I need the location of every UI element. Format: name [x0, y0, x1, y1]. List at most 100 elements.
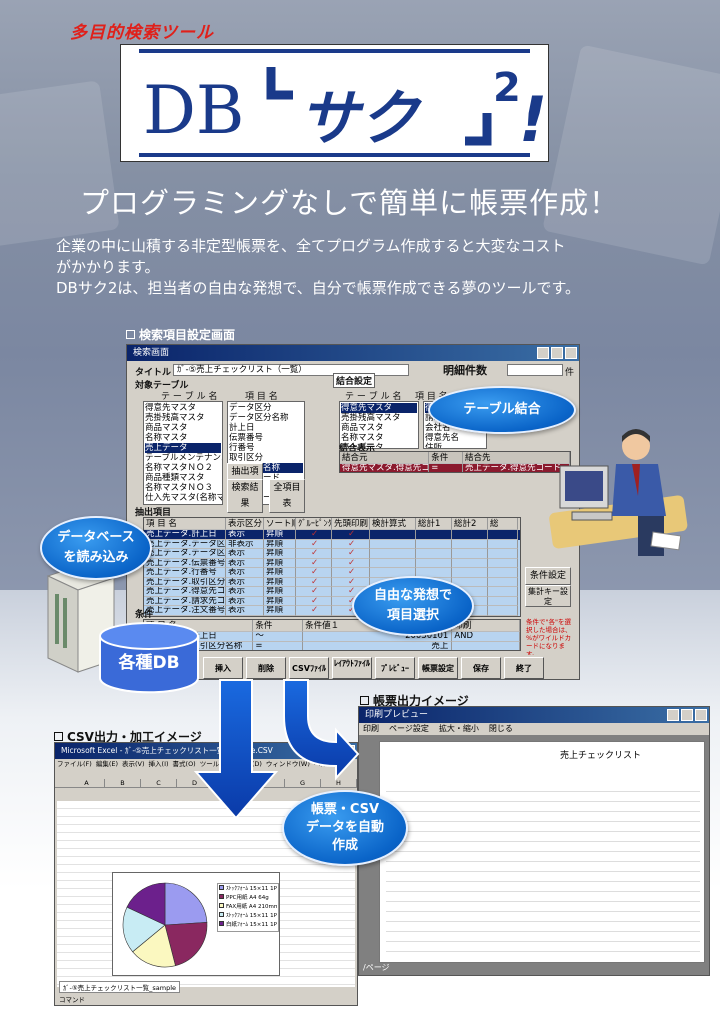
list-item[interactable]: テーブルメンテナンス — [145, 453, 223, 463]
excel-menu-item[interactable]: 書式(O) — [172, 760, 196, 768]
grid-row[interactable]: 売上データ.伝票番号表示昇順✓✓ — [144, 558, 520, 568]
minimize-icon[interactable] — [667, 709, 679, 721]
list-item[interactable]: 計上日 — [229, 423, 255, 433]
list-item[interactable]: 仕入先マスタ(名称マ — [145, 493, 223, 503]
list-item[interactable]: データ区分名称 — [229, 413, 289, 423]
delete-button[interactable]: 削除 — [246, 657, 286, 679]
grid-cell — [416, 530, 452, 540]
excel-menu-item[interactable]: ツール(T) — [199, 760, 229, 768]
exit-button[interactable]: 終了 — [504, 657, 544, 679]
list-item[interactable]: 得意先マスタ — [145, 403, 197, 413]
menu-close[interactable]: 閉じる — [488, 724, 513, 733]
list-item[interactable]: 売上データ — [145, 443, 221, 453]
spreadsheet-row[interactable] — [57, 977, 355, 985]
column-letter[interactable]: H — [321, 779, 357, 787]
list-item[interactable]: 住所 — [425, 443, 443, 449]
menu-page-setup[interactable]: ページ設定 — [389, 724, 429, 733]
join-grid-cell: 得意先マスタ.得意先コード — [342, 464, 430, 473]
maximize-icon[interactable] — [681, 709, 693, 721]
column-letter[interactable]: G — [285, 779, 321, 787]
excel-menu-item[interactable]: ウィンドウ(W) — [265, 760, 310, 768]
csv-file-button[interactable]: CSVﾌｧｲﾙ — [289, 657, 329, 679]
column-letter[interactable]: A — [69, 779, 105, 787]
search-results-button[interactable]: 検索結果 — [227, 479, 263, 513]
grid-header: ソート順 — [264, 518, 296, 530]
list-item[interactable]: 商品マスタ — [145, 423, 188, 433]
grid-row[interactable]: 売上データ.データ区分非表示昇順✓✓ — [144, 539, 520, 549]
preview-button[interactable]: ﾌﾟﾚﾋﾞｭｰ — [375, 657, 415, 679]
spreadsheet-row[interactable] — [57, 817, 355, 825]
all-items-button[interactable]: 全項目表 — [269, 479, 305, 513]
list-item[interactable]: 商品マスタ — [341, 423, 384, 433]
grid-row[interactable]: 売上データ.取引区分名称表示昇順✓✓ — [144, 577, 520, 587]
pie-slice[interactable] — [164, 882, 208, 926]
pie-slice[interactable] — [122, 906, 166, 953]
grid-cell: 昇順 — [264, 558, 296, 568]
database-cylinder-icon — [99, 622, 199, 694]
join-table-listbox[interactable]: 得意先マスタ売掛残高マスタ商品マスタ名称マスタ売上データテーブルメンテナンス名称… — [339, 401, 419, 449]
list-item[interactable]: 売掛残高マスタ — [145, 413, 205, 423]
list-item[interactable]: 商品種類マスタ — [145, 473, 205, 483]
product-logo: DB サク 2 ! — [120, 44, 549, 162]
report-setting-button[interactable]: 帳票設定 — [418, 657, 458, 679]
pie-slice[interactable] — [126, 882, 166, 926]
spreadsheet-row[interactable] — [57, 801, 355, 809]
cond-cell: 20030101 — [303, 632, 453, 642]
save-button[interactable]: 保存 — [461, 657, 501, 679]
list-item[interactable]: 取引区分 — [229, 453, 264, 463]
list-item[interactable]: 名称マスタ — [341, 433, 384, 443]
list-item[interactable]: 名称マスタＮＯ２ — [145, 463, 214, 473]
grid-row[interactable]: 売上データ.計上日表示昇順✓✓ — [144, 530, 520, 540]
layout-file-button[interactable]: ﾚｲｱｳﾄﾌｧｲﾙ — [332, 657, 372, 679]
spreadsheet-row[interactable] — [57, 833, 355, 841]
join-grid[interactable]: 結合元 条件 結合先 得意先マスタ.得意先コード = 売上データ.得意先コード — [339, 451, 571, 473]
spreadsheet-row[interactable] — [57, 849, 355, 857]
check-icon: ✓ — [296, 530, 332, 540]
title-label: タイトル — [135, 368, 172, 378]
grid-cell: 昇順 — [264, 530, 296, 540]
table-listbox[interactable]: 得意先マスタ売掛残高マスタ商品マスタ名称マスタ売上データテーブルメンテナンス名称… — [143, 401, 223, 505]
column-letter[interactable]: C — [141, 779, 177, 787]
grid-row[interactable]: 売上データ.データ区分名称表示昇順✓✓ — [144, 549, 520, 559]
bubble-line: データベース — [57, 530, 135, 545]
list-item[interactable]: 名称マスタ — [145, 433, 188, 443]
condition-setting-button[interactable]: 条件設定 — [525, 567, 571, 585]
spreadsheet-row[interactable] — [57, 857, 355, 865]
close-icon[interactable] — [695, 709, 707, 721]
grid-cell — [370, 530, 416, 540]
excel-menu-item[interactable]: 挿入(I) — [148, 760, 169, 768]
list-item[interactable]: 行番号 — [229, 443, 255, 453]
list-item[interactable]: 売掛残高マスタ — [341, 413, 401, 423]
spreadsheet-row[interactable] — [57, 809, 355, 817]
excel-menu-item[interactable]: 編集(E) — [95, 760, 118, 768]
svg-text:サク: サク — [299, 84, 423, 154]
close-icon[interactable] — [565, 347, 577, 359]
menu-zoom[interactable]: 拡大・縮小 — [438, 724, 479, 733]
insert-button[interactable]: 挿入 — [203, 657, 243, 679]
sheet-tab[interactable]: ｶﾞ-⑤売上チェックリスト一覧_sample — [59, 981, 181, 993]
list-item[interactable]: 会社名 — [425, 423, 451, 433]
excel-menu-item[interactable]: 表示(V) — [122, 760, 145, 768]
list-item[interactable]: データ区分 — [229, 403, 272, 413]
spreadsheet-row[interactable] — [57, 825, 355, 833]
list-item[interactable]: 名称マスタＮＯ３ — [145, 483, 214, 493]
spreadsheet-row[interactable] — [57, 841, 355, 849]
excel-menu-item[interactable]: ファイル(F) — [57, 760, 92, 768]
minimize-icon[interactable] — [537, 347, 549, 359]
spreadsheet-row[interactable] — [57, 969, 355, 977]
menu-print[interactable]: 印刷 — [363, 724, 379, 733]
pie-slice[interactable] — [132, 924, 176, 968]
aggregate-key-button[interactable]: 集計キー設定 — [525, 585, 571, 607]
list-item[interactable]: 伝票番号 — [229, 433, 264, 443]
list-item[interactable]: 得意先マスタ — [341, 403, 417, 413]
maximize-icon[interactable] — [551, 347, 563, 359]
pie-slice[interactable] — [164, 922, 208, 967]
grid-row[interactable]: 売上データ.請求先コード表示昇順✓✓ — [144, 596, 520, 606]
list-item[interactable]: 売上データ — [341, 443, 384, 449]
list-item[interactable]: 得意先名 — [425, 433, 460, 443]
section-label-report-output: 帳票出力イメージ — [360, 692, 469, 709]
intro-line: がかかります。 — [56, 258, 160, 276]
grid-row[interactable]: 売上データ.行番号表示昇順✓✓ — [144, 568, 520, 578]
column-letter[interactable]: B — [105, 779, 141, 787]
